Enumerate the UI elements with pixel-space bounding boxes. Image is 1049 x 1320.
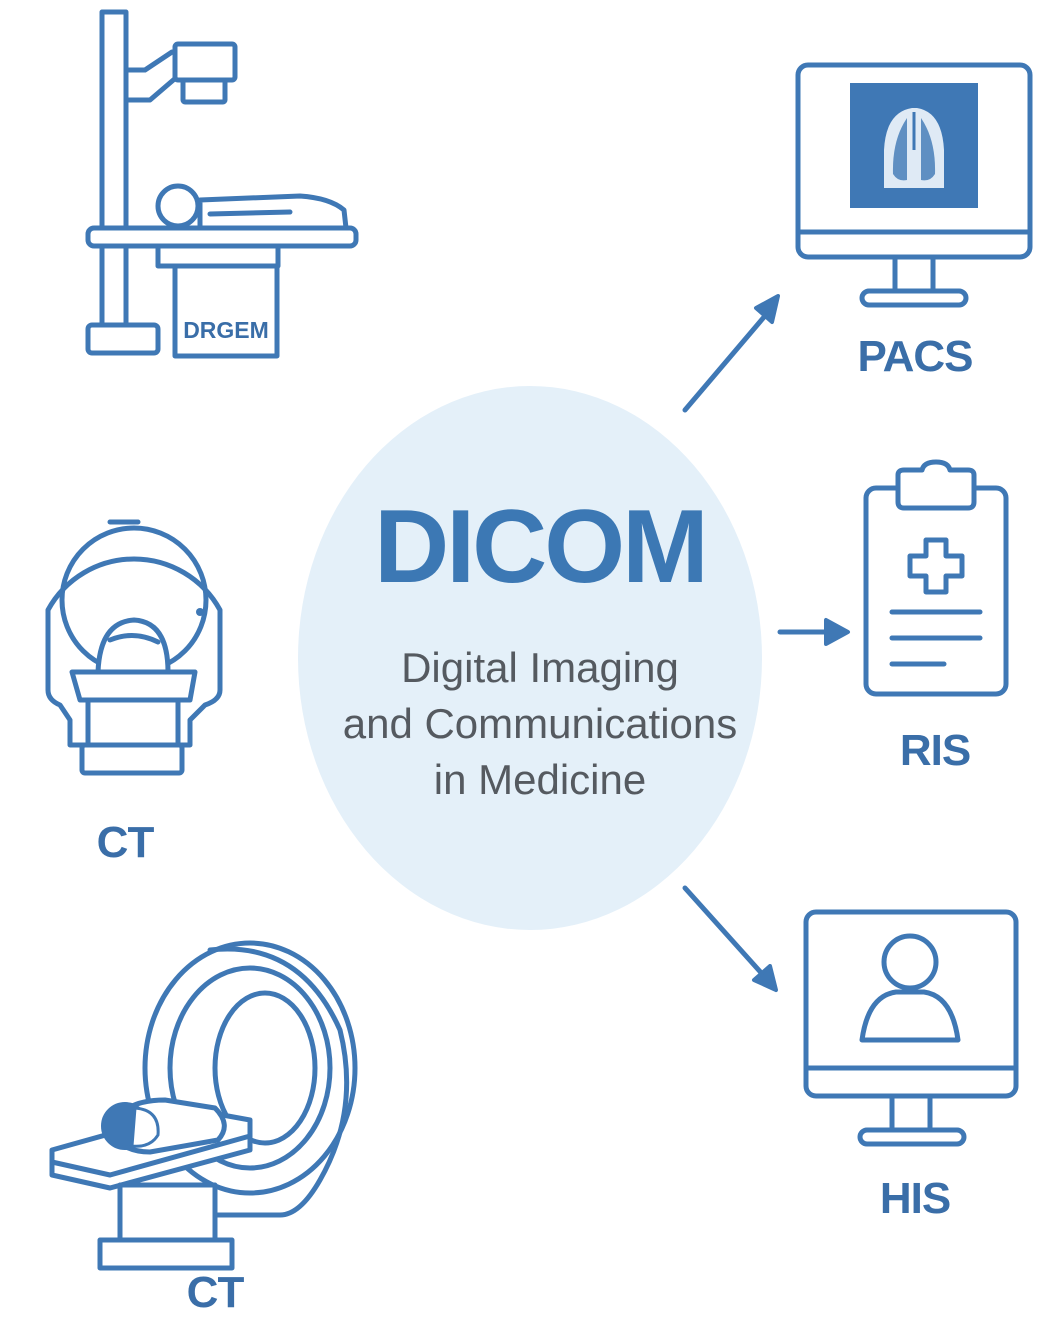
ct-top-label: CT (96, 818, 155, 867)
arrow-to-his (682, 885, 778, 992)
dicom-circle (298, 386, 762, 930)
dicom-title: DICOM (374, 489, 709, 605)
mri-scanner-icon (45, 519, 223, 776)
pacs-label: PACS (857, 332, 974, 381)
arrow-to-ris (777, 618, 850, 646)
arrow-to-pacs (682, 294, 780, 413)
ris-label: RIS (899, 726, 971, 775)
xray-machine-icon: DRGEM (85, 9, 359, 359)
ct-bottom-label: CT (186, 1268, 245, 1317)
subtitle-line-1: Digital Imaging (401, 644, 679, 691)
monitor-xray-icon (795, 62, 1033, 308)
ct-scanner-icon (49, 940, 358, 1271)
dicom-subtitle: Digital Imaging and Communications in Me… (320, 640, 760, 808)
his-label: HIS (879, 1174, 951, 1223)
subtitle-line-3: in Medicine (433, 756, 647, 803)
xray-brand-text: DRGEM (183, 317, 269, 343)
monitor-user-icon (803, 909, 1019, 1147)
subtitle-line-2: and Communications (342, 700, 738, 747)
clipboard-medical-icon (863, 459, 1009, 697)
